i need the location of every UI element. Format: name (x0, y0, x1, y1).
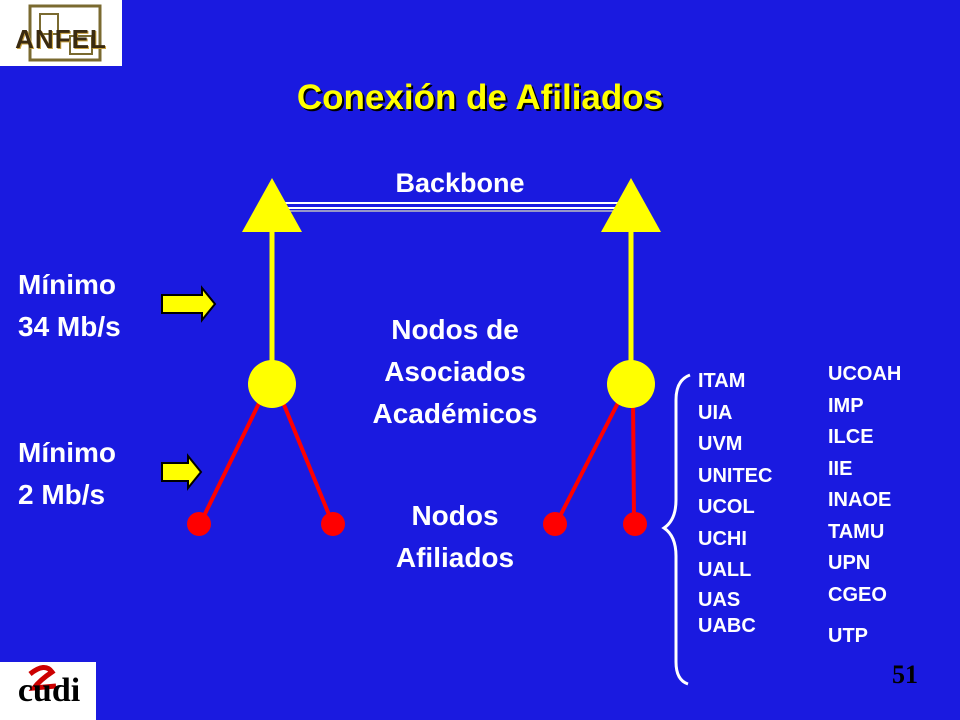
affiliate-node-3 (543, 512, 567, 536)
cudi-logo-text: cudi (17, 672, 81, 709)
list-item: IIE (828, 457, 853, 480)
list-item: UIA (698, 401, 733, 424)
affiliate-link-right-1 (555, 394, 624, 523)
institution-list-col1: ITAM UIA UVM UNITEC UCOL UCHI UALL UAS U… (698, 366, 772, 639)
affiliate-node-2 (321, 512, 345, 536)
list-item: UALL (698, 559, 752, 581)
speed-label-34-line1: Mínimo (18, 269, 116, 300)
affiliate-node-4 (623, 512, 647, 536)
speed-label-2-line1: Mínimo (18, 437, 116, 468)
list-item: UPN (828, 552, 871, 574)
affiliate-node-1 (187, 512, 211, 536)
anfel-logo-text: ANFEL (15, 24, 107, 54)
academic-nodes-label: Nodos de Asociados Académicos (340, 309, 570, 435)
affiliate-link-left-1 (199, 394, 265, 523)
speed-label-2: Mínimo 2 Mb/s (18, 432, 116, 516)
list-item: UTP (828, 625, 868, 647)
affiliate-link-right-2 (631, 394, 636, 523)
cudi-logo: cudi (0, 662, 96, 720)
academic-nodes-label-line3: Académicos (372, 398, 538, 429)
list-item: TAMU (828, 520, 885, 543)
list-item: UCOL (698, 496, 755, 518)
page-title: Conexión de Afiliados (296, 78, 664, 117)
list-item: UVM (698, 433, 743, 455)
institution-list-col2: UCOAH IMP ILCE IIE INAOE TAMU UPN CGEO U… (828, 359, 901, 653)
academic-node-left (248, 360, 296, 408)
affiliate-link-left-2 (278, 394, 334, 523)
page-number: 51 (892, 660, 918, 689)
arrow-right-icon-34mbs (161, 285, 217, 323)
academic-node-right (607, 360, 655, 408)
list-item: UAS (698, 588, 741, 611)
backbone-label: Backbone (395, 168, 525, 198)
affiliate-nodes-label-line1: Nodos (411, 500, 499, 531)
list-item: INAOE (828, 489, 892, 511)
list-item: CGEO (828, 583, 887, 606)
list-item: ILCE (828, 426, 874, 448)
backbone-router-left (242, 178, 302, 232)
speed-label-34-line2: 34 Mb/s (18, 311, 121, 342)
list-item: IMP (828, 394, 864, 417)
speed-label-2-line2: 2 Mb/s (18, 479, 106, 510)
academic-nodes-label-line1: Nodos de (391, 314, 519, 345)
speed-label-34: Mínimo 34 Mb/s (18, 264, 121, 348)
list-item: UABC (698, 614, 756, 637)
list-item: ITAM (698, 370, 746, 392)
list-item: UCOAH (828, 363, 902, 385)
arrow-right-icon-2mbs (161, 453, 203, 491)
anfel-logo: ANFEL (0, 0, 122, 66)
list-item: UCHI (698, 527, 747, 550)
academic-nodes-label-line2: Asociados (384, 356, 526, 387)
affiliate-nodes-label-line2: Afiliados (395, 542, 515, 573)
affiliate-nodes-label: Nodos Afiliados (340, 495, 570, 579)
backbone-router-right (601, 178, 661, 232)
list-item: UNITEC (698, 464, 773, 487)
brace-icon (661, 373, 691, 686)
anfel-logo-frame (28, 4, 102, 62)
cudi-logo-mark (28, 665, 57, 691)
